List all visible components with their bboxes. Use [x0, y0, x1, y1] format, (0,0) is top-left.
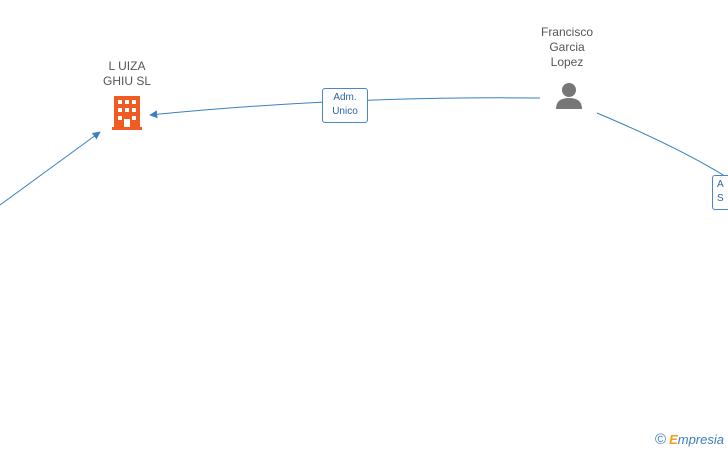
edge-label-line1: Adm.: [333, 92, 357, 103]
person-name-line3: Lopez: [550, 55, 584, 69]
building-icon[interactable]: [112, 96, 142, 130]
person-name-line2: Garcia: [549, 40, 585, 54]
edge-label-right-clipped[interactable]: A S: [712, 175, 728, 210]
edge-label-right-line2: S: [717, 193, 724, 204]
edge-label-line2: Unico: [332, 106, 358, 117]
person-icon[interactable]: [556, 83, 582, 109]
brand-initial: E: [669, 432, 678, 447]
company-node-label[interactable]: L UIZA GHIU SL: [82, 59, 172, 89]
copyright-icon: ©: [655, 431, 667, 448]
edge-label-right-line1: A: [717, 179, 724, 190]
edge-label-adm-unico[interactable]: Adm. Unico: [322, 88, 368, 123]
edge-incoming-left: [0, 131, 101, 206]
person-node-label[interactable]: Francisco Garcia Lopez: [522, 25, 612, 70]
person-name-line1: Francisco: [540, 25, 593, 39]
brand-name: mpresia: [677, 432, 724, 447]
company-name-line1: L UIZA: [108, 59, 146, 73]
empresia-watermark: ©Empresia: [655, 431, 724, 448]
edge-person-to-right: [596, 112, 728, 179]
company-name-line2: GHIU SL: [102, 74, 151, 88]
